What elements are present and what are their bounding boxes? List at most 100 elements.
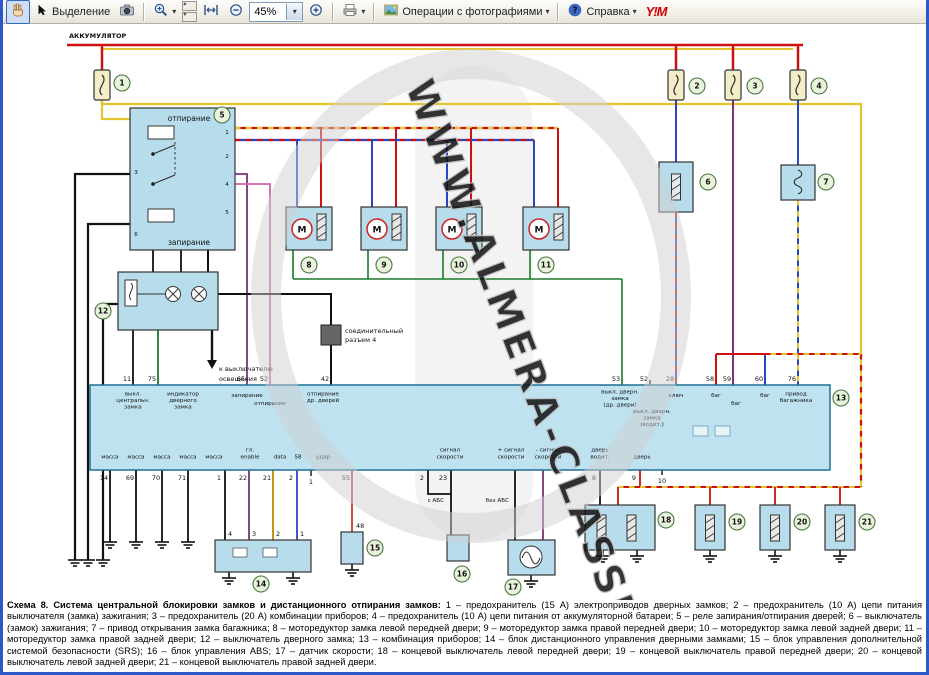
svg-text:17: 17 <box>508 583 518 592</box>
svg-text:19: 19 <box>732 518 742 527</box>
lock-relay-5: отпирание запирание 1 2 3 4 5 6 <box>129 107 236 251</box>
combobox-dropdown-button[interactable]: ▾ <box>286 3 303 20</box>
svg-text:скорости: скорости <box>498 455 525 461</box>
svg-text:ключ: ключ <box>669 393 684 399</box>
camera-button[interactable] <box>115 0 139 24</box>
chevron-down-icon: ▾ <box>172 6 177 16</box>
svg-text:выкл.: выкл. <box>125 392 142 398</box>
pan-tool-button[interactable] <box>6 0 30 24</box>
door-motor-11: М <box>522 206 570 251</box>
svg-text:11: 11 <box>123 375 131 383</box>
svg-text:скорости: скорости <box>535 455 562 461</box>
svg-text:3: 3 <box>134 170 138 176</box>
svg-text:10: 10 <box>658 477 666 485</box>
svg-text:4: 4 <box>228 530 232 538</box>
selection-tool-button[interactable]: Выделение <box>31 0 114 24</box>
printer-icon <box>342 2 358 21</box>
svg-text:масса: масса <box>179 455 196 461</box>
svg-text:привод: привод <box>785 392 807 398</box>
svg-text:др. дверей: др. дверей <box>307 397 340 404</box>
speed-sensor-17 <box>507 539 556 576</box>
svg-text:70: 70 <box>152 474 160 482</box>
caption-title: Схема 8. Система центральной блокировки … <box>7 600 441 610</box>
svg-text:выкл. дверн.: выкл. дверн. <box>601 390 639 396</box>
zoom-in-icon <box>308 2 324 21</box>
zoom-level-combobox[interactable]: 45% ▾ <box>249 1 304 22</box>
door-switch-21 <box>824 504 856 551</box>
svg-text:21: 21 <box>862 518 872 527</box>
svg-text:дверного: дверного <box>169 398 197 404</box>
window-border-right <box>926 0 929 675</box>
svg-text:6: 6 <box>134 232 138 238</box>
svg-text:71: 71 <box>178 474 186 482</box>
svg-text:замка: замка <box>124 405 141 411</box>
svg-text:65: 65 <box>237 375 245 383</box>
chevron-down-icon: ▾ <box>361 6 366 16</box>
svg-text:1: 1 <box>119 79 124 88</box>
svg-text:13: 13 <box>836 394 846 403</box>
zoom-in-button[interactable] <box>304 0 328 24</box>
door-switch-20 <box>759 504 791 551</box>
svg-text:58: 58 <box>706 375 714 383</box>
svg-text:масса: масса <box>153 455 170 461</box>
zoom-tool-button[interactable]: ▾ <box>149 0 180 24</box>
remote-lock-unit-14: 4 3 2 1 <box>214 530 312 573</box>
svg-text:скорости: скорости <box>437 455 464 461</box>
svg-text:масса: масса <box>101 455 118 461</box>
door-switch-19 <box>694 504 726 551</box>
door-motor-9: М <box>360 206 408 251</box>
spinner-down-button[interactable]: ▾ <box>182 12 198 22</box>
photo-operations-label: Операции с фотографиями <box>402 5 543 18</box>
svg-text:1: 1 <box>217 474 221 482</box>
svg-text:15: 15 <box>370 544 380 553</box>
svg-text:- сигнал: - сигнал <box>536 448 561 454</box>
svg-text:М: М <box>373 226 382 236</box>
fuse-4 <box>789 69 807 101</box>
svg-text:4: 4 <box>816 82 821 91</box>
spinner-up-button[interactable]: ▴ <box>182 1 198 11</box>
svg-text:9: 9 <box>632 474 636 482</box>
toolbar-separator <box>143 2 146 21</box>
toolbar-separator <box>332 2 335 21</box>
svg-text:замка: замка <box>611 396 628 402</box>
svg-text:М: М <box>535 226 544 236</box>
print-button[interactable]: ▾ <box>338 0 369 24</box>
abs-without-label: без АБС <box>486 498 509 504</box>
fuse-3 <box>724 69 742 101</box>
svg-text:баг: баг <box>760 393 770 399</box>
selection-tool-label: Выделение <box>52 5 111 18</box>
svg-text:4: 4 <box>225 182 229 188</box>
srs-unit-15: 48 <box>340 522 364 565</box>
svg-text:14: 14 <box>100 474 108 482</box>
svg-text:69: 69 <box>126 474 134 482</box>
photo-operations-button[interactable]: Операции с фотографиями ▾ <box>379 0 553 24</box>
caption: Схема 8. Система центральной блокировки … <box>7 600 922 668</box>
svg-text:запирание: запирание <box>168 238 210 247</box>
svg-text:соединительный: соединительный <box>345 327 403 335</box>
fit-width-button[interactable] <box>199 0 223 24</box>
svg-text:АККУМУЛЯТОР: АККУМУЛЯТОР <box>69 32 127 40</box>
help-button[interactable]: ? Справка ▾ <box>563 0 640 24</box>
diagram-canvas[interactable]: АККУМУЛЯТОР отпирание запирание 1 2 3 4 … <box>3 24 926 675</box>
svg-text:2: 2 <box>225 154 229 160</box>
svg-text:48: 48 <box>356 522 364 530</box>
svg-text:22: 22 <box>239 474 247 482</box>
svg-text:5: 5 <box>219 111 224 120</box>
svg-text:баг: баг <box>711 393 721 399</box>
svg-text:16: 16 <box>457 570 467 579</box>
svg-text:2: 2 <box>420 474 424 482</box>
ym-logo: Y!M <box>645 4 668 19</box>
component-badges: 1 2 3 4 5 6 7 8 9 10 11 12 13 14 15 16 1… <box>94 74 876 596</box>
photo-icon <box>383 2 399 21</box>
svg-text:дверь: дверь <box>633 455 650 461</box>
svg-text:1: 1 <box>309 478 313 486</box>
svg-text:М: М <box>298 226 307 236</box>
svg-text:масса: масса <box>127 455 144 461</box>
svg-text:42: 42 <box>321 375 329 383</box>
wires-layer <box>67 43 863 581</box>
svg-text:59: 59 <box>723 375 731 383</box>
svg-text:баг: баг <box>731 401 741 407</box>
svg-text:дверь: дверь <box>591 448 608 454</box>
zoom-out-button[interactable] <box>224 0 248 24</box>
svg-text:сигнал: сигнал <box>440 448 461 454</box>
